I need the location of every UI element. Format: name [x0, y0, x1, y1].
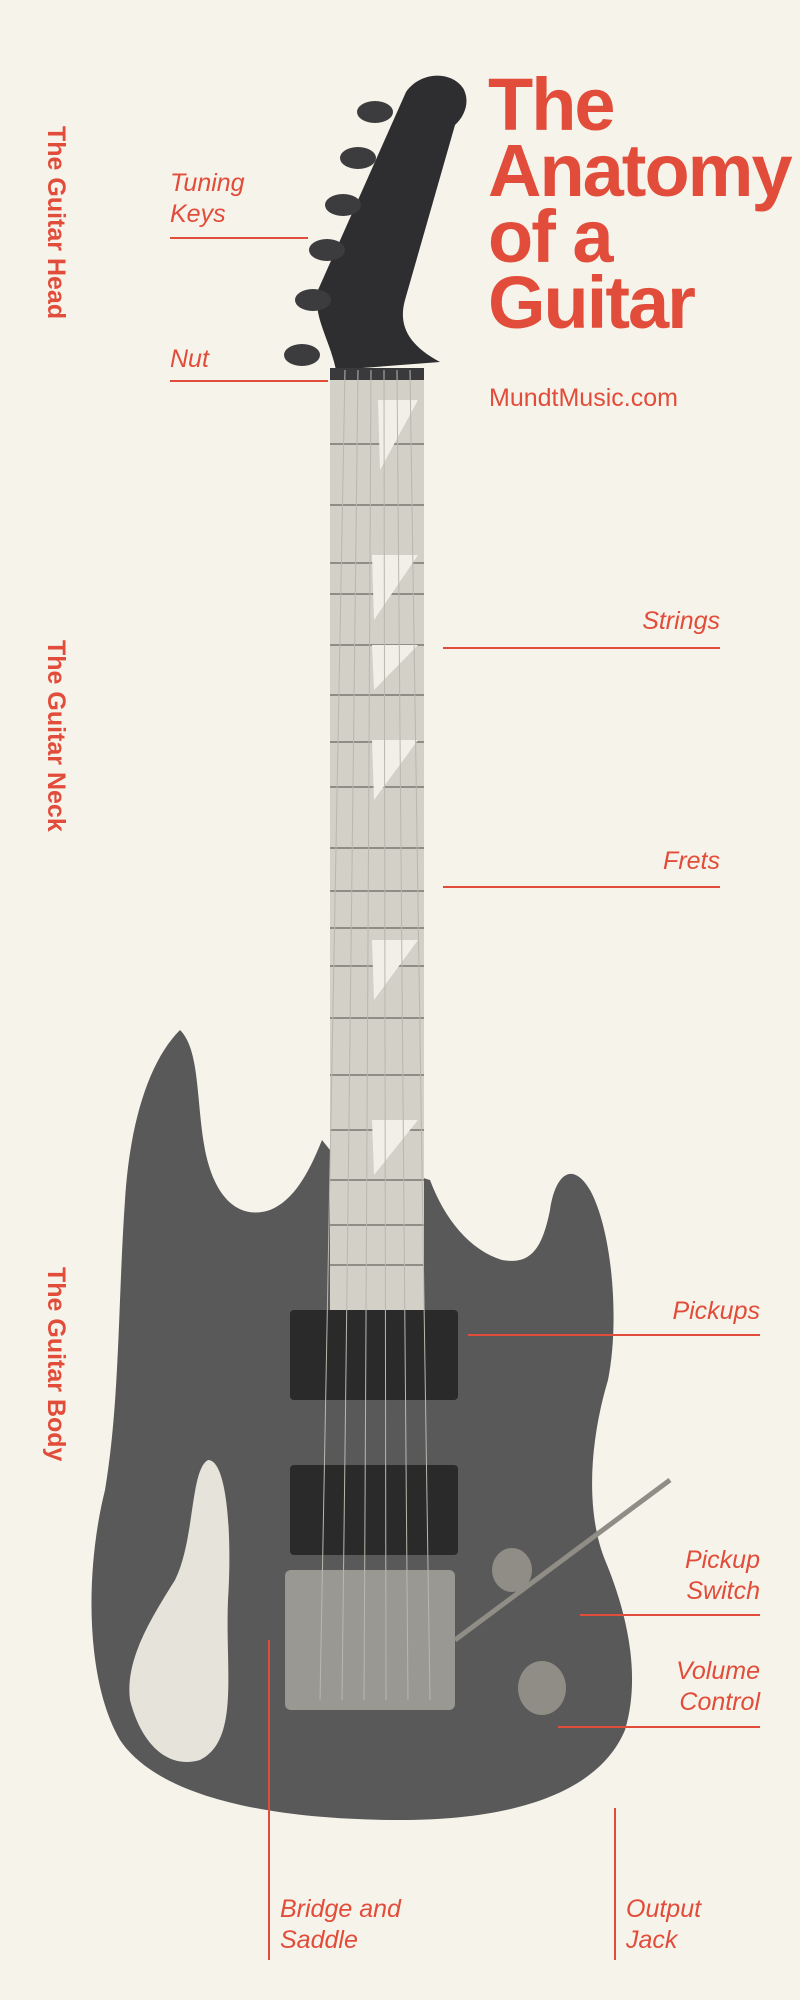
- label-line: Strings: [642, 607, 720, 635]
- leader-line-strings: [443, 647, 720, 649]
- leader-line-pickups: [468, 1334, 760, 1336]
- leader-line-nut: [170, 380, 328, 382]
- fret-inlays: [372, 400, 418, 1175]
- label-line: Switch: [686, 1577, 760, 1605]
- volume-knob: [518, 1661, 566, 1715]
- leader-line-bridge: [268, 1640, 270, 1960]
- label-volume-control: Volume Control: [600, 1656, 760, 1718]
- label-line: Bridge and: [280, 1895, 401, 1923]
- leader-line-volume-control: [558, 1726, 760, 1728]
- label-bridge-and-saddle: Bridge and Saddle: [280, 1894, 401, 1956]
- leader-line-frets: [443, 886, 720, 888]
- title-line: of a: [488, 195, 614, 278]
- tuning-pegs: [284, 101, 393, 366]
- title-line: Guitar: [488, 261, 696, 344]
- pickup-switch: [492, 1548, 532, 1592]
- title-line: Anatomy: [488, 129, 793, 212]
- label-nut: Nut: [170, 344, 209, 375]
- label-line: Volume: [676, 1657, 760, 1685]
- body-reflection: [129, 1460, 230, 1762]
- leader-line-pickup-switch: [580, 1614, 760, 1616]
- label-pickups: Pickups: [600, 1296, 760, 1327]
- bridge: [285, 1570, 455, 1710]
- label-line: Control: [679, 1688, 760, 1716]
- website-label: MundtMusic.com: [489, 384, 678, 412]
- label-line: Frets: [663, 847, 720, 875]
- nut: [330, 368, 424, 380]
- label-output-jack: Output Jack: [626, 1894, 701, 1956]
- section-label-neck: The Guitar Neck: [42, 640, 70, 832]
- label-line: Pickup: [684, 1546, 760, 1574]
- label-line: Keys: [170, 200, 226, 228]
- leader-line-tuning-keys: [170, 237, 308, 239]
- label-line: Saddle: [280, 1926, 358, 1954]
- label-strings: Strings: [560, 606, 720, 637]
- label-line: Nut: [170, 345, 209, 373]
- leader-line-output-jack: [614, 1808, 616, 1960]
- page-title: The Anatomy of a Guitar: [488, 63, 793, 344]
- section-label-head: The Guitar Head: [42, 126, 70, 320]
- label-tuning-keys: Tuning Keys: [170, 168, 245, 230]
- neck-pickup: [290, 1310, 458, 1400]
- bridge-pickup: [290, 1465, 458, 1555]
- section-label-body: The Guitar Body: [42, 1267, 70, 1462]
- label-frets: Frets: [560, 846, 720, 877]
- label-line: Pickups: [672, 1297, 760, 1325]
- label-line: Output: [626, 1895, 702, 1923]
- label-line: Jack: [626, 1926, 678, 1954]
- strings: [319, 369, 431, 1701]
- label-pickup-switch: Pickup Switch: [600, 1545, 760, 1607]
- tremolo-arm: [453, 1477, 672, 1643]
- guitar-headstock: [316, 75, 467, 370]
- title-line: The: [488, 63, 616, 146]
- label-line: Tuning: [170, 169, 245, 197]
